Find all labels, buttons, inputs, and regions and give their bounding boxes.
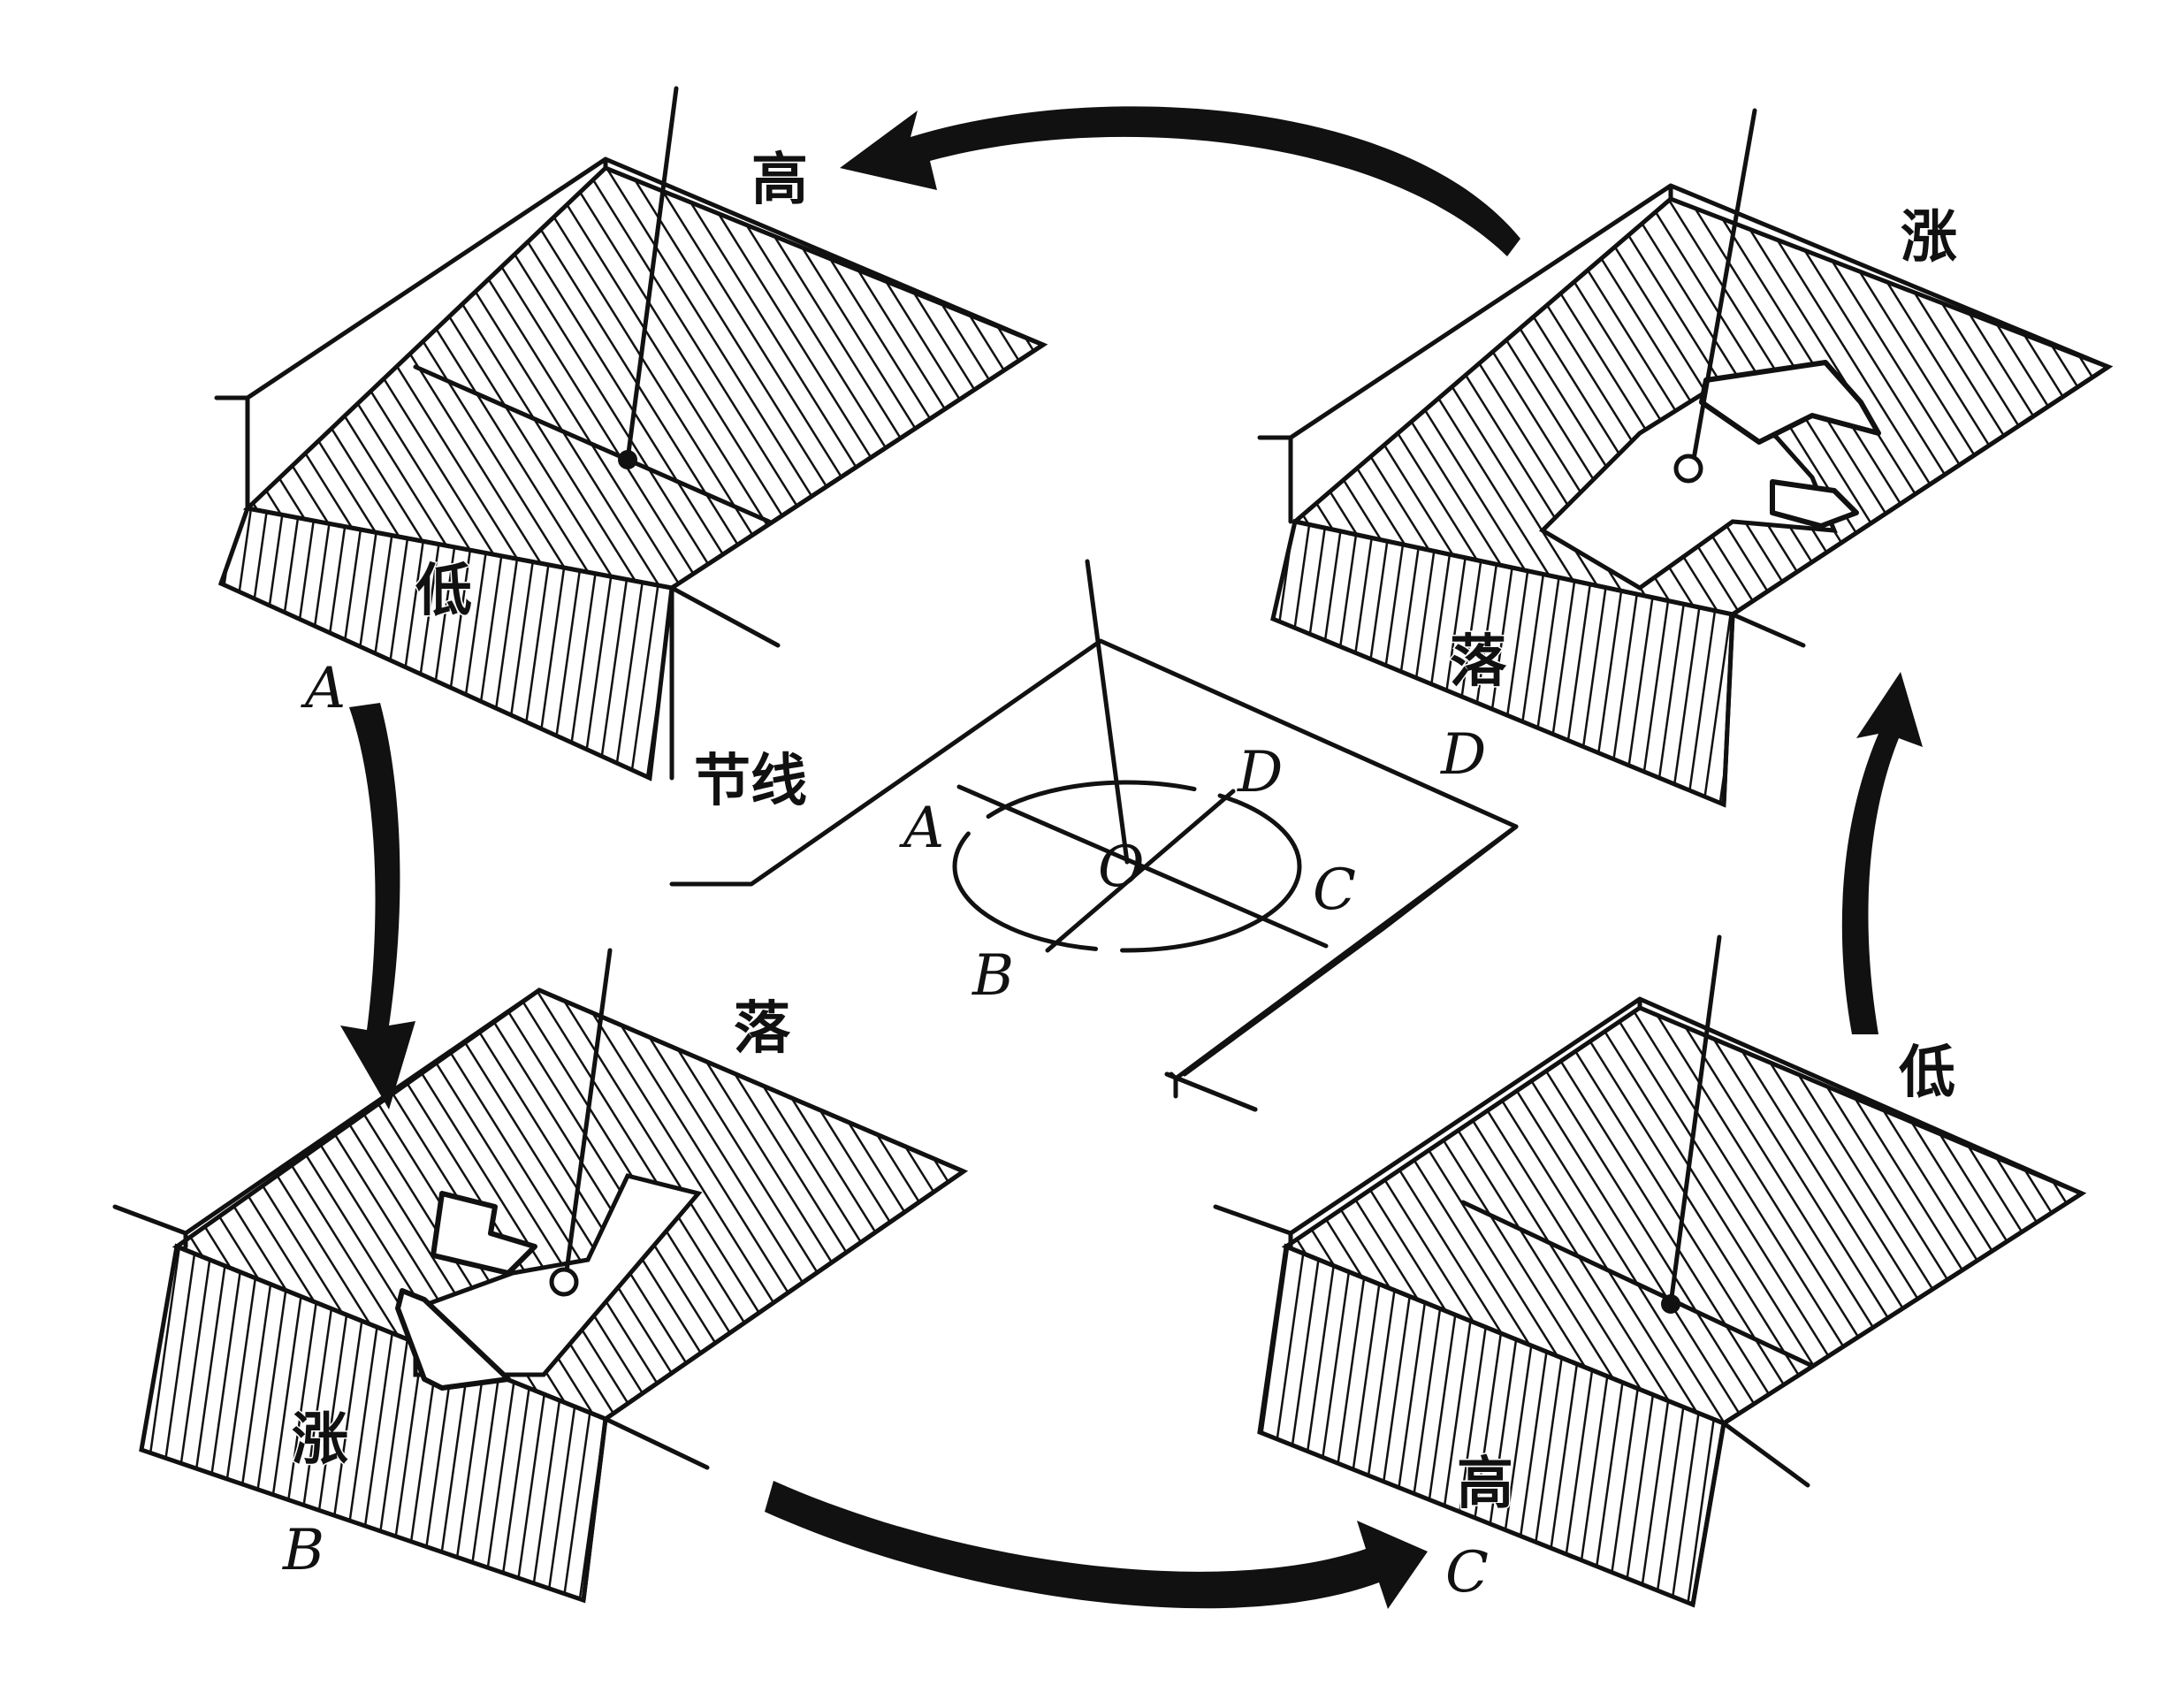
- panel-b-label-rise: 涨: [292, 1407, 348, 1473]
- panel-c-corner-label: C: [1445, 1540, 1489, 1605]
- center-label-b: B: [972, 943, 1014, 1009]
- panel-c-label-high: 高: [1457, 1452, 1513, 1517]
- panel-c-amphidromic-point: [1661, 1294, 1680, 1314]
- flow-arrow-icon: [431, 1191, 537, 1276]
- center-line-bd: [1045, 789, 1236, 953]
- panel-d-axis: [1690, 108, 1757, 467]
- panel-a-top-water: [242, 165, 1048, 591]
- cycle-arrow-icon: [765, 1481, 1428, 1609]
- center-label-o: O: [1098, 835, 1144, 900]
- flow-arrow-icon: [1699, 360, 1881, 445]
- panel-d: 涨 落 D: [1257, 108, 2114, 808]
- panel-d-label-rise: 涨: [1901, 205, 1957, 271]
- flow-arrow-icon: [395, 1288, 511, 1391]
- panel-b-corner-label: B: [282, 1518, 324, 1583]
- panel-c-front-water: [1257, 1243, 1726, 1608]
- panel-d-amphidromic-point: [1673, 454, 1703, 484]
- panel-c-axis: [1668, 934, 1722, 1307]
- cycle-arrows: [340, 106, 1923, 1609]
- panel-a-front-water: [217, 506, 674, 782]
- center-axis: [1085, 559, 1130, 865]
- panel-a-channel-outline: [214, 156, 1046, 781]
- panel-a-label-low: 低: [415, 559, 472, 624]
- panel-a-label-high: 高: [751, 148, 808, 213]
- cycle-arrow-icon: [1841, 672, 1923, 1034]
- panel-d-front-water: [1270, 519, 1735, 808]
- center-label-a: A: [899, 796, 944, 861]
- cycle-arrow-icon: [840, 106, 1520, 256]
- center-tidal-ellipse: [952, 780, 1302, 953]
- panel-d-corner-label: D: [1440, 722, 1486, 788]
- flow-arrow-icon: [1770, 479, 1859, 529]
- center-channel-outline-lower: [1164, 824, 1519, 1112]
- panel-b: 落 涨 B: [112, 948, 969, 1604]
- panel-a-amphidromic-point: [618, 450, 637, 469]
- panel-a-corner-label: A: [301, 656, 346, 721]
- panel-b-front-water: [139, 1243, 608, 1604]
- center-plan-view: O A B C D 节线: [669, 559, 1519, 1112]
- panel-c: 低 高 C: [1213, 934, 2087, 1608]
- panel-c-label-low: 低: [1899, 1041, 1955, 1106]
- panel-b-axis: [563, 948, 613, 1280]
- panel-a: 高 低 A: [214, 86, 1048, 782]
- panel-b-label-fall: 落: [734, 996, 791, 1062]
- center-channel-outline: [669, 638, 1519, 1112]
- center-label-c: C: [1313, 858, 1356, 923]
- cycle-arrow-icon: [340, 703, 415, 1109]
- panel-a-axis: [625, 86, 679, 462]
- node-line-label: 节线: [694, 749, 807, 814]
- panel-b-amphidromic-point: [549, 1267, 579, 1297]
- panel-c-node-line: [1460, 1200, 1815, 1369]
- center-label-d: D: [1237, 740, 1283, 805]
- panel-d-label-fall: 落: [1450, 629, 1507, 695]
- panel-a-node-line: [413, 364, 772, 524]
